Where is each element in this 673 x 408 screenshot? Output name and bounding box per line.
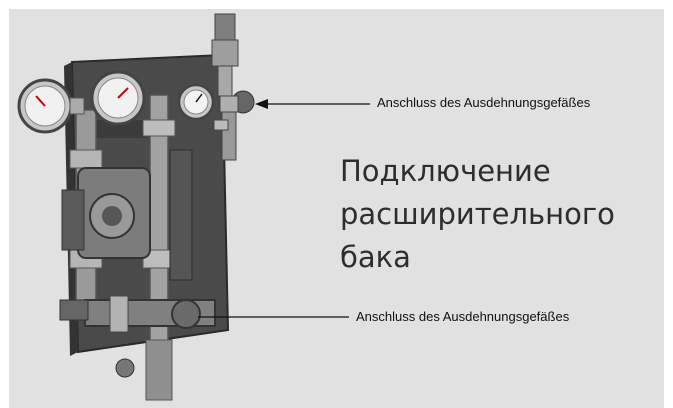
title-line-3: бака — [340, 240, 411, 274]
annotation-top-label: Anschluss des Ausdehnungsgefäßes — [377, 95, 591, 110]
right-bracket — [169, 149, 193, 281]
circulation-pump — [61, 167, 151, 259]
annotation-bottom-label: Anschluss des Ausdehnungsgefäßes — [356, 309, 570, 324]
diagram-title: Подключение расширительного бака — [340, 150, 615, 279]
title-line-1: Подключение — [340, 154, 551, 188]
pressure-gauge — [177, 83, 215, 121]
thermometer-left-gauge — [17, 78, 85, 134]
thermometer-center-gauge — [90, 70, 146, 126]
title-line-2: расширительного — [340, 197, 615, 231]
lower-manifold — [59, 295, 216, 333]
safety-valve-assembly — [211, 13, 255, 161]
leader-line-top — [255, 99, 370, 109]
